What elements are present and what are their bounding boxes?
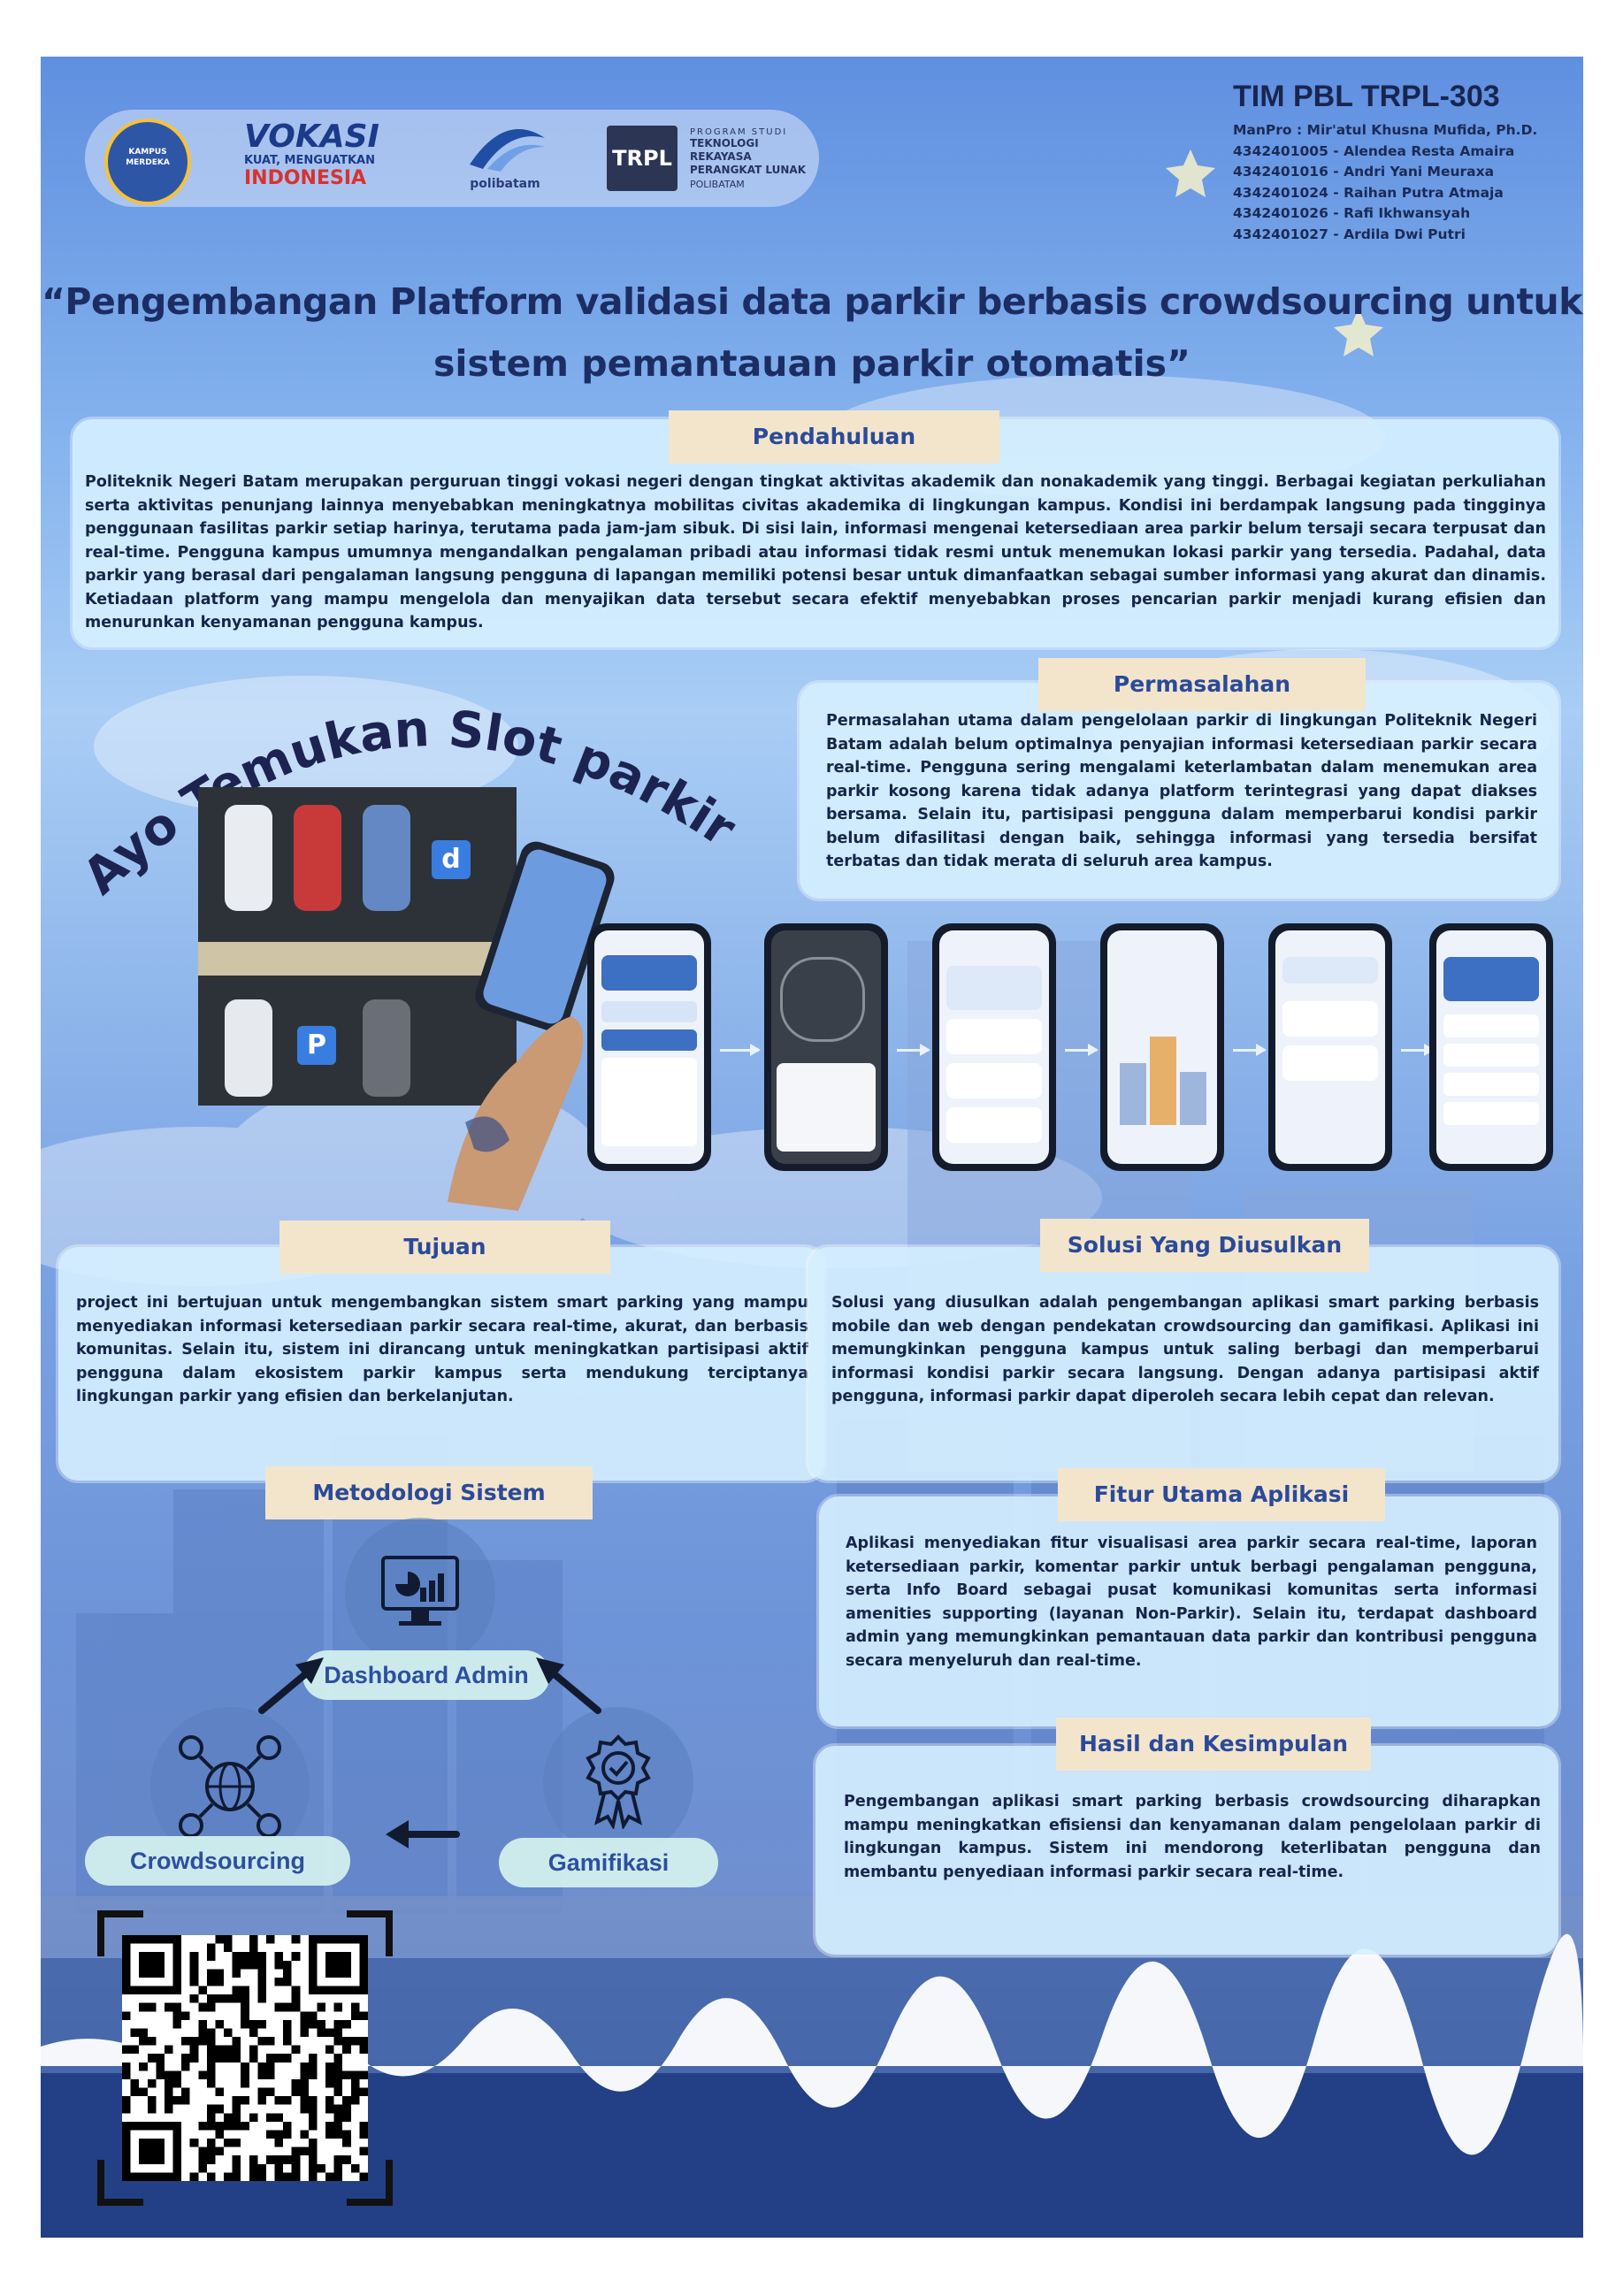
prodi-campus: POLIBATAM bbox=[690, 179, 745, 190]
parking-lot-illustration: d P bbox=[198, 787, 517, 1106]
poster-title: “Pengembangan Platform validasi data par… bbox=[41, 274, 1583, 398]
qr-code-frame bbox=[97, 1910, 393, 2206]
vokasi-main: VOKASI bbox=[244, 119, 379, 155]
app-screen-rewards bbox=[1268, 923, 1392, 1171]
vokasi-logo: VOKASI KUAT, MENGUATKAN INDONESIA bbox=[244, 120, 390, 200]
tujuan-card: project ini bertujuan untuk mengembangka… bbox=[58, 1247, 824, 1481]
parked-car-white bbox=[225, 805, 272, 911]
qr-code-icon[interactable] bbox=[122, 1935, 368, 2181]
kampus-merdeka-text: KAMPUS MERDEKA bbox=[126, 148, 170, 167]
permasalahan-card: Permasalahan utama dalam pengelolaan par… bbox=[800, 683, 1558, 899]
team-member-line: 4342401005 - Alendea Resta Amaira bbox=[1233, 142, 1515, 159]
prodi-text: PROGRAM STUDI TEKNOLOGI REKAYASA PERANGK… bbox=[690, 127, 823, 193]
hand-phone-illustration bbox=[448, 841, 615, 1211]
parked-car-silver bbox=[225, 999, 272, 1097]
team-info: TIM PBL TRPL-303 ManPro : Mir'atul Khusn… bbox=[1233, 76, 1569, 245]
award-badge-icon bbox=[586, 1734, 651, 1829]
app-screen-leaderboard bbox=[932, 923, 1056, 1171]
trpl-logo-mark: TRPL bbox=[607, 126, 678, 191]
fitur-heading: Fitur Utama Aplikasi bbox=[1058, 1468, 1385, 1521]
team-member-line: 4342401026 - Rafi Ikhwansyah bbox=[1233, 205, 1471, 221]
parked-car-blue bbox=[363, 805, 410, 911]
app-screen-podium bbox=[1100, 923, 1224, 1171]
team-members: ManPro : Mir'atul Khusna Mufida, Ph.D. 4… bbox=[1233, 120, 1569, 245]
hasil-card: Pengembangan aplikasi smart parking berb… bbox=[815, 1746, 1558, 1955]
permasalahan-body: Permasalahan utama dalam pengelolaan par… bbox=[826, 712, 1537, 870]
globe-network-icon bbox=[179, 1735, 281, 1838]
solusi-body: Solusi yang diusulkan adalah pengembanga… bbox=[831, 1294, 1539, 1405]
dashboard-admin-label: Dashboard Admin bbox=[302, 1650, 550, 1700]
prodi-line1: TEKNOLOGI REKAYASA bbox=[690, 137, 759, 163]
flow-arrow-icon bbox=[720, 1044, 761, 1056]
vokasi-sub: KUAT, MENGUATKAN bbox=[244, 154, 375, 167]
pendahuluan-heading: Pendahuluan bbox=[669, 410, 999, 463]
vokasi-country: INDONESIA bbox=[244, 167, 367, 189]
flow-arrow-icon bbox=[1065, 1044, 1099, 1056]
parking-p-sign-icon: P bbox=[297, 1026, 336, 1065]
dashboard-chart-icon bbox=[381, 1556, 459, 1626]
prodi-line2: PERANGKAT LUNAK bbox=[690, 164, 807, 176]
polibatam-swoosh-icon bbox=[470, 129, 545, 172]
fitur-card: Aplikasi menyediakan fitur visualisasi a… bbox=[819, 1496, 1558, 1726]
polibatam-text: polibatam bbox=[470, 177, 540, 191]
title-line-2: sistem pemantauan parkir otomatis” bbox=[433, 342, 1190, 385]
gamifikasi-circle bbox=[543, 1707, 693, 1857]
parking-sign-icon: d bbox=[432, 840, 471, 879]
permasalahan-heading: Permasalahan bbox=[1038, 658, 1366, 711]
team-member-line: ManPro : Mir'atul Khusna Mufida, Ph.D. bbox=[1233, 122, 1538, 138]
gamifikasi-label: Gamifikasi bbox=[499, 1838, 718, 1887]
hasil-body: Pengembangan aplikasi smart parking berb… bbox=[844, 1793, 1541, 1881]
logo-banner: KAMPUS MERDEKA VOKASI KUAT, MENGUATKAN I… bbox=[85, 110, 819, 207]
title-line-1: “Pengembangan Platform validasi data par… bbox=[41, 280, 1583, 323]
team-title: TIM PBL TRPL-303 bbox=[1233, 80, 1500, 113]
app-screen-profile bbox=[1429, 923, 1553, 1171]
parked-car-red bbox=[294, 805, 341, 911]
fitur-body: Aplikasi menyediakan fitur visualisasi a… bbox=[846, 1534, 1537, 1670]
poster: KAMPUS MERDEKA VOKASI KUAT, MENGUATKAN I… bbox=[41, 57, 1583, 2238]
crowdsourcing-label: Crowdsourcing bbox=[85, 1836, 350, 1886]
tujuan-body: project ini bertujuan untuk mengembangka… bbox=[76, 1294, 808, 1405]
parking-lane bbox=[198, 942, 517, 976]
tujuan-heading: Tujuan bbox=[279, 1221, 610, 1274]
app-screen-map bbox=[764, 923, 888, 1171]
solusi-card: Solusi yang diusulkan adalah pengembanga… bbox=[808, 1247, 1558, 1481]
flow-arrow-icon bbox=[1401, 1044, 1435, 1056]
dashboard-circle bbox=[345, 1518, 495, 1668]
hasil-heading: Hasil dan Kesimpulan bbox=[1056, 1718, 1371, 1771]
pendahuluan-body: Politeknik Negeri Batam merupakan pergur… bbox=[85, 473, 1546, 631]
polibatam-logo: polibatam bbox=[456, 120, 554, 200]
prodi-label: PROGRAM STUDI bbox=[690, 127, 788, 137]
app-screen-home bbox=[587, 923, 711, 1171]
team-member-line: 4342401016 - Andri Yani Meuraxa bbox=[1233, 164, 1495, 180]
parked-car-grey bbox=[363, 999, 410, 1097]
kampus-merdeka-logo: KAMPUS MERDEKA bbox=[104, 119, 191, 205]
team-member-line: 4342401027 - Ardila Dwi Putri bbox=[1233, 226, 1466, 242]
qr-code-pattern bbox=[122, 1935, 368, 2181]
methodology-arrows bbox=[258, 1657, 601, 1848]
flow-arrow-icon bbox=[1233, 1044, 1267, 1056]
metodologi-heading: Metodologi Sistem bbox=[265, 1466, 593, 1519]
solusi-heading: Solusi Yang Diusulkan bbox=[1040, 1219, 1369, 1272]
team-member-line: 4342401024 - Raihan Putra Atmaja bbox=[1233, 184, 1504, 201]
flow-arrow-icon bbox=[897, 1044, 930, 1056]
